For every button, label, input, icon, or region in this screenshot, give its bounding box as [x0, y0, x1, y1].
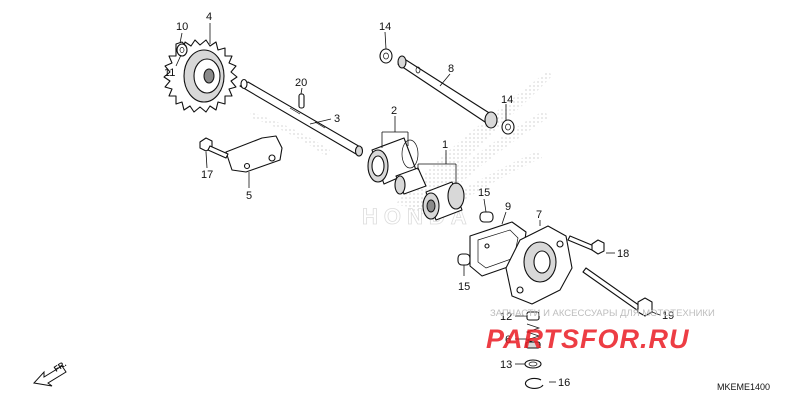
callout-13: 13: [500, 359, 512, 371]
callout-8: 8: [448, 63, 454, 75]
part-19-bolt: [582, 267, 653, 317]
callout-19: 19: [662, 310, 674, 322]
part-3-shaft: [239, 78, 364, 157]
part-14-washer: [379, 48, 515, 135]
part-6-spring: [525, 323, 541, 349]
callout-20: 20: [295, 77, 307, 89]
callout-14-top: 14: [379, 21, 391, 33]
part-15-dowel: [457, 211, 494, 266]
part-13-o-ring: [524, 359, 542, 369]
callout-16: 16: [558, 377, 570, 389]
part-8-shaft: [397, 55, 498, 129]
part-11-washer: [176, 43, 188, 57]
callout-14-right: 14: [501, 94, 513, 106]
watermark-brand: PARTSFOR.RU: [486, 324, 690, 354]
callout-15-bottom: 15: [458, 281, 470, 293]
callout-4: 4: [206, 11, 212, 23]
callouts: 4 10 11 20 3 17 5 14 8 14 2 1 15 9 7 18 …: [164, 11, 674, 389]
part-4-gear: [163, 39, 238, 113]
callout-2: 2: [391, 105, 397, 117]
part-18-bolt: [567, 235, 605, 255]
part-1-bearing: [394, 167, 465, 221]
callout-17: 17: [201, 169, 213, 181]
callout-10: 10: [176, 21, 188, 33]
part-7-pump-housing: [505, 225, 573, 305]
part-16-circlip: [524, 377, 544, 389]
part-17-bolt: [199, 137, 229, 159]
watermark-tagline: ЗАПЧАСТИ И АКСЕССУАРЫ ДЛЯ МОТОТЕХНИКИ: [490, 308, 715, 319]
callout-18: 18: [617, 248, 629, 260]
part-5-plate: [225, 135, 283, 173]
diagram-code: MKEME1400: [717, 382, 770, 392]
reseller-watermark: ЗАПЧАСТИ И АКСЕССУАРЫ ДЛЯ МОТОТЕХНИКИ PA…: [486, 308, 715, 354]
front-direction-arrow: FR.: [33, 359, 68, 387]
callout-5: 5: [246, 190, 252, 202]
callout-3: 3: [334, 113, 340, 125]
callout-7: 7: [536, 209, 542, 221]
leader-lines: [175, 23, 661, 383]
callout-6: 6: [505, 334, 511, 346]
callout-12: 12: [500, 311, 512, 323]
part-20-pin: [298, 93, 305, 109]
callout-11: 11: [164, 67, 175, 79]
callout-9: 9: [505, 201, 511, 213]
callout-1: 1: [442, 139, 448, 151]
callout-15-top: 15: [478, 187, 490, 199]
